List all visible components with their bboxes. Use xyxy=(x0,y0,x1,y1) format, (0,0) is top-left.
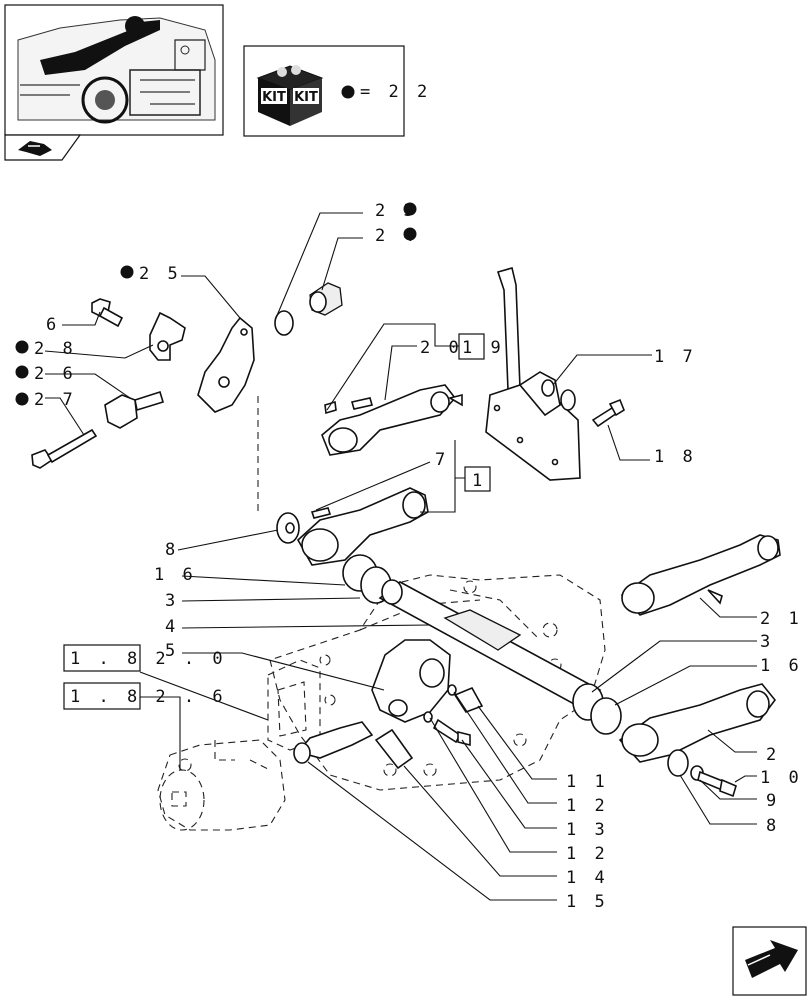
callout-18[interactable]: 1 8 xyxy=(654,447,697,467)
cam-5 xyxy=(371,639,451,723)
shaft-4 xyxy=(378,579,602,712)
washer-8a xyxy=(276,512,300,544)
ref-box-1[interactable] xyxy=(464,466,491,492)
callout-10[interactable]: 1 0 xyxy=(760,768,803,788)
callout-25[interactable]: 2 5 xyxy=(139,264,182,284)
callout-13[interactable]: 1 3 xyxy=(566,820,609,840)
pin-7 xyxy=(310,507,332,519)
filled-dot-icon xyxy=(15,340,29,354)
hydraulic-cylinder xyxy=(157,739,286,831)
tab-washer-28 xyxy=(149,311,186,361)
callout-3b[interactable]: 3 xyxy=(760,632,774,652)
washer-12b xyxy=(423,711,433,723)
filled-dot-icon xyxy=(341,85,355,99)
kit-label-right: KIT xyxy=(294,90,318,105)
callout-17[interactable]: 1 7 xyxy=(654,347,697,367)
kit-legend: KIT KIT = 2 2 xyxy=(243,45,431,137)
callout-6[interactable]: 6 xyxy=(46,315,60,335)
callout-24[interactable]: 2 4 xyxy=(375,226,418,246)
callout-14[interactable]: 1 4 xyxy=(566,868,609,888)
next-page-arrow-icon xyxy=(745,940,798,978)
callout-15[interactable]: 1 5 xyxy=(566,892,609,912)
bolt-13 xyxy=(432,718,471,747)
stud-26 xyxy=(104,390,164,429)
kit-label-left: KIT xyxy=(262,90,286,105)
callout-16b[interactable]: 1 6 xyxy=(760,656,803,676)
pin-14 xyxy=(374,728,414,770)
ref-box-1826[interactable]: 1 . 8 2 . 6 xyxy=(63,682,227,710)
callout-8a[interactable]: 8 xyxy=(165,540,179,560)
ref-box-1820-text: 1 . 8 2 . 0 xyxy=(70,649,227,669)
next-page-button[interactable] xyxy=(732,926,807,996)
filled-dot-icon xyxy=(15,365,29,379)
callout-9[interactable]: 9 xyxy=(766,791,780,811)
plate-25 xyxy=(197,316,255,413)
bullets xyxy=(15,202,417,406)
thumbnail-panel xyxy=(4,4,224,161)
filled-dot-icon xyxy=(120,265,134,279)
arm-1 xyxy=(296,487,429,566)
bolt-6 xyxy=(91,298,124,328)
bolt-10 xyxy=(697,770,737,798)
callout-16a[interactable]: 1 6 xyxy=(154,565,197,585)
callout-20[interactable]: 2 0 xyxy=(420,338,463,358)
callout-3a[interactable]: 3 xyxy=(165,591,179,611)
bracket-17 xyxy=(485,267,581,481)
screw-27 xyxy=(31,428,98,469)
washer-8b xyxy=(667,749,689,777)
seal-16b xyxy=(590,697,622,735)
callout-1[interactable]: 1 xyxy=(472,471,486,491)
callout-27[interactable]: 2 7 xyxy=(34,390,77,410)
callout-12b[interactable]: 1 2 xyxy=(566,844,609,864)
callout-5[interactable]: 5 xyxy=(165,641,179,661)
callout-8b[interactable]: 8 xyxy=(766,816,780,836)
arm-20 xyxy=(321,384,463,456)
bush-24 xyxy=(309,282,343,316)
filled-dot-icon xyxy=(15,392,29,406)
ref-box-1820[interactable]: 1 . 8 2 . 0 xyxy=(63,644,227,672)
filled-dot-icon xyxy=(403,202,417,216)
callout-12a[interactable]: 1 2 xyxy=(566,796,609,816)
screw-11 xyxy=(453,686,484,713)
callout-4[interactable]: 4 xyxy=(165,617,179,637)
arm-21 xyxy=(620,534,781,616)
filled-dot-icon xyxy=(403,227,417,241)
callout-7[interactable]: 7 xyxy=(435,450,449,470)
tractor-rear-detail-icon xyxy=(17,16,216,124)
callout-2[interactable]: 2 xyxy=(766,745,780,765)
book-back-arrow-icon[interactable] xyxy=(18,141,52,156)
lever-15 xyxy=(293,721,374,764)
kit-reference: = 2 2 xyxy=(360,82,431,102)
screw-18 xyxy=(591,398,625,428)
callout-19[interactable]: 1 9 xyxy=(462,338,505,358)
callout-21[interactable]: 2 1 xyxy=(760,609,803,629)
callout-11[interactable]: 1 1 xyxy=(566,772,609,792)
callout-23[interactable]: 2 3 xyxy=(375,201,418,221)
callout-26[interactable]: 2 6 xyxy=(34,364,77,384)
kit-box-icon: KIT KIT xyxy=(256,65,324,126)
leader-lines xyxy=(44,212,757,901)
o-ring-23 xyxy=(274,310,294,336)
callout-28[interactable]: 2 8 xyxy=(34,339,77,359)
arm-2 xyxy=(618,683,777,763)
callout-labels: 2 3 2 4 2 5 6 2 8 2 6 2 7 2 0 1 9 1 7 1 … xyxy=(34,201,803,912)
